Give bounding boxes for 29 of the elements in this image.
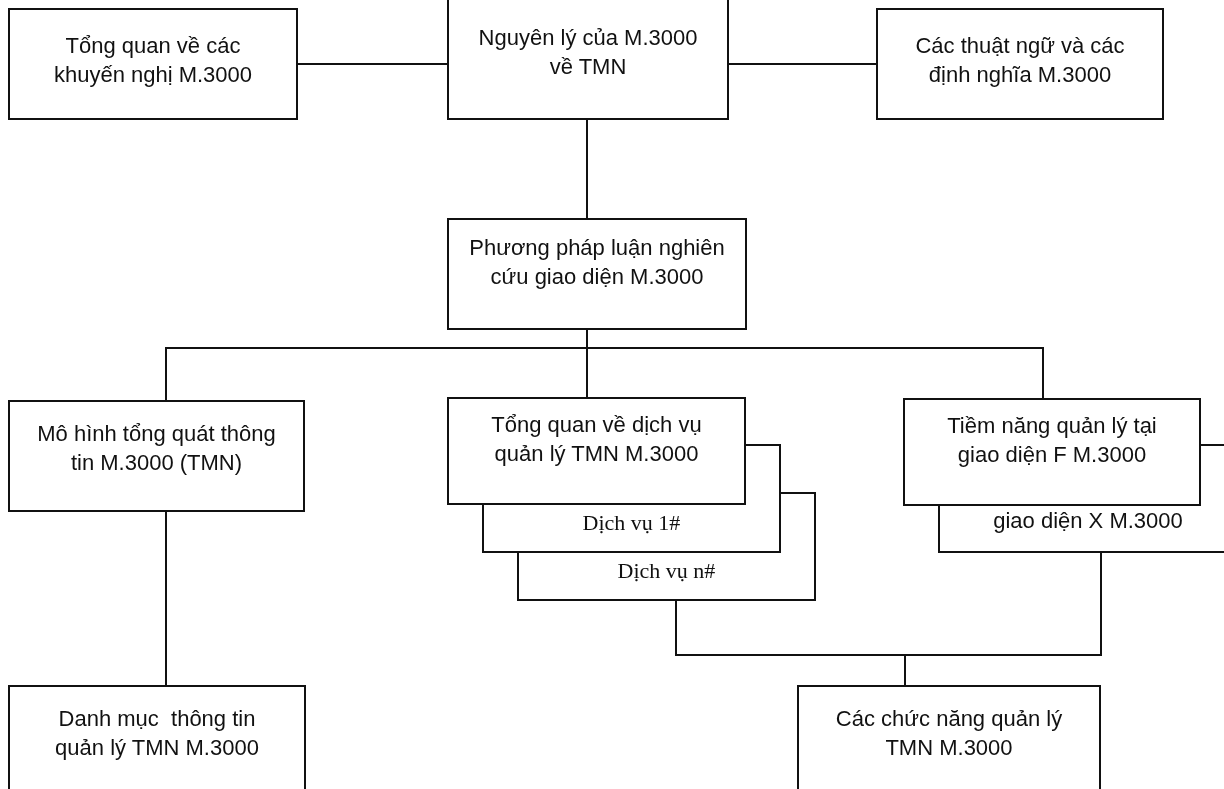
box-label: Các thuật ngữ và các định nghĩa M.3000 (914, 32, 1126, 89)
text-box (447, 0, 729, 120)
text-box (517, 553, 816, 601)
text-box (797, 685, 1101, 789)
box-label: Tiềm năng quản lý tại giao diện F M.3000 (946, 412, 1158, 469)
connector-line (297, 63, 448, 65)
connector-line (728, 63, 877, 65)
box-label: Tổng quan về dịch vụ quản lý TMN M.3000 (490, 411, 703, 468)
box-label: Mô hình tổng quát thông tin M.3000 (TMN) (36, 420, 277, 477)
text-box (447, 397, 746, 505)
box-label: Dịch vụ 1# (581, 509, 682, 537)
box-label: Danh mục thông tin quản lý TMN M.3000 (54, 705, 260, 762)
box-label: Nguyên lý của M.3000 về TMN (477, 24, 699, 81)
text-box (903, 398, 1201, 506)
connector-line (904, 552, 1102, 686)
connector-line (586, 119, 588, 219)
text-box (447, 218, 747, 330)
connector-line (165, 511, 167, 686)
text-box (8, 8, 298, 120)
text-box (876, 8, 1164, 120)
box-label: giao diện X M.3000 (992, 507, 1184, 535)
text-box (8, 400, 305, 512)
text-box (482, 505, 781, 553)
text-box (8, 685, 306, 789)
box-label: Các chức năng quản lý TMN M.3000 (834, 705, 1064, 762)
text-box (938, 505, 1224, 553)
box-label: Phương pháp luận nghiên cứu giao diện M.3000 (468, 234, 726, 291)
box-label: Tổng quan về các khuyến nghị M.3000 (52, 32, 254, 89)
box-label: Dịch vụ n# (616, 557, 717, 585)
